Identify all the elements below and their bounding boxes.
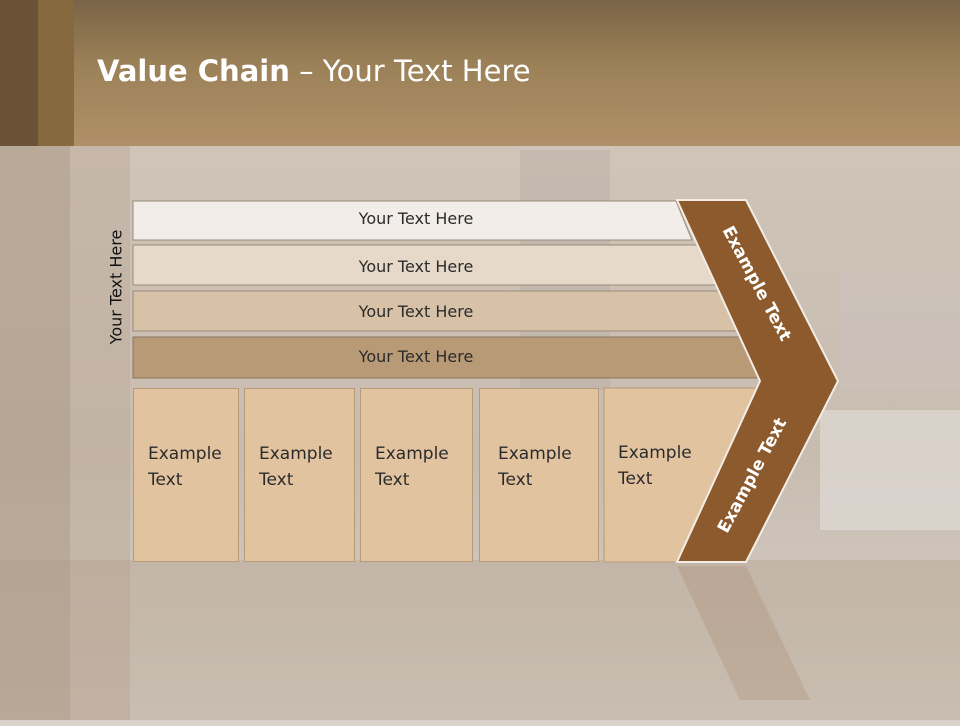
title-rest: – Your Text Here xyxy=(289,54,531,88)
slide-title: Value Chain – Your Text Here xyxy=(97,54,531,88)
header-accent-strip xyxy=(38,0,74,146)
column-box-4: Example Text xyxy=(479,388,599,562)
column-label-1: Example Text xyxy=(148,444,222,490)
column-label-4: Example Text xyxy=(498,444,572,490)
column-label-2: Example Text xyxy=(259,444,333,490)
column-label-3: Example Text xyxy=(375,444,449,490)
column-label-5: Example Text xyxy=(618,443,692,489)
row-label-1: Your Text Here xyxy=(358,209,474,228)
row-label-4: Your Text Here xyxy=(358,347,474,366)
column-box-3: Example Text xyxy=(360,388,473,562)
title-bold: Value Chain xyxy=(97,54,290,88)
boxes-reflection xyxy=(133,566,763,726)
column-box-1: Example Text xyxy=(133,388,239,562)
title-bar xyxy=(0,0,960,146)
margin-chevron xyxy=(675,199,840,563)
header-accent-strip xyxy=(0,0,38,146)
row-label-2: Your Text Here xyxy=(358,257,474,276)
column-box-2: Example Text xyxy=(244,388,355,562)
row-label-3: Your Text Here xyxy=(358,302,474,321)
chevron-reflection xyxy=(677,566,810,700)
column-label-5-holder: Example Text xyxy=(604,388,704,562)
row-bar-1 xyxy=(132,200,693,241)
